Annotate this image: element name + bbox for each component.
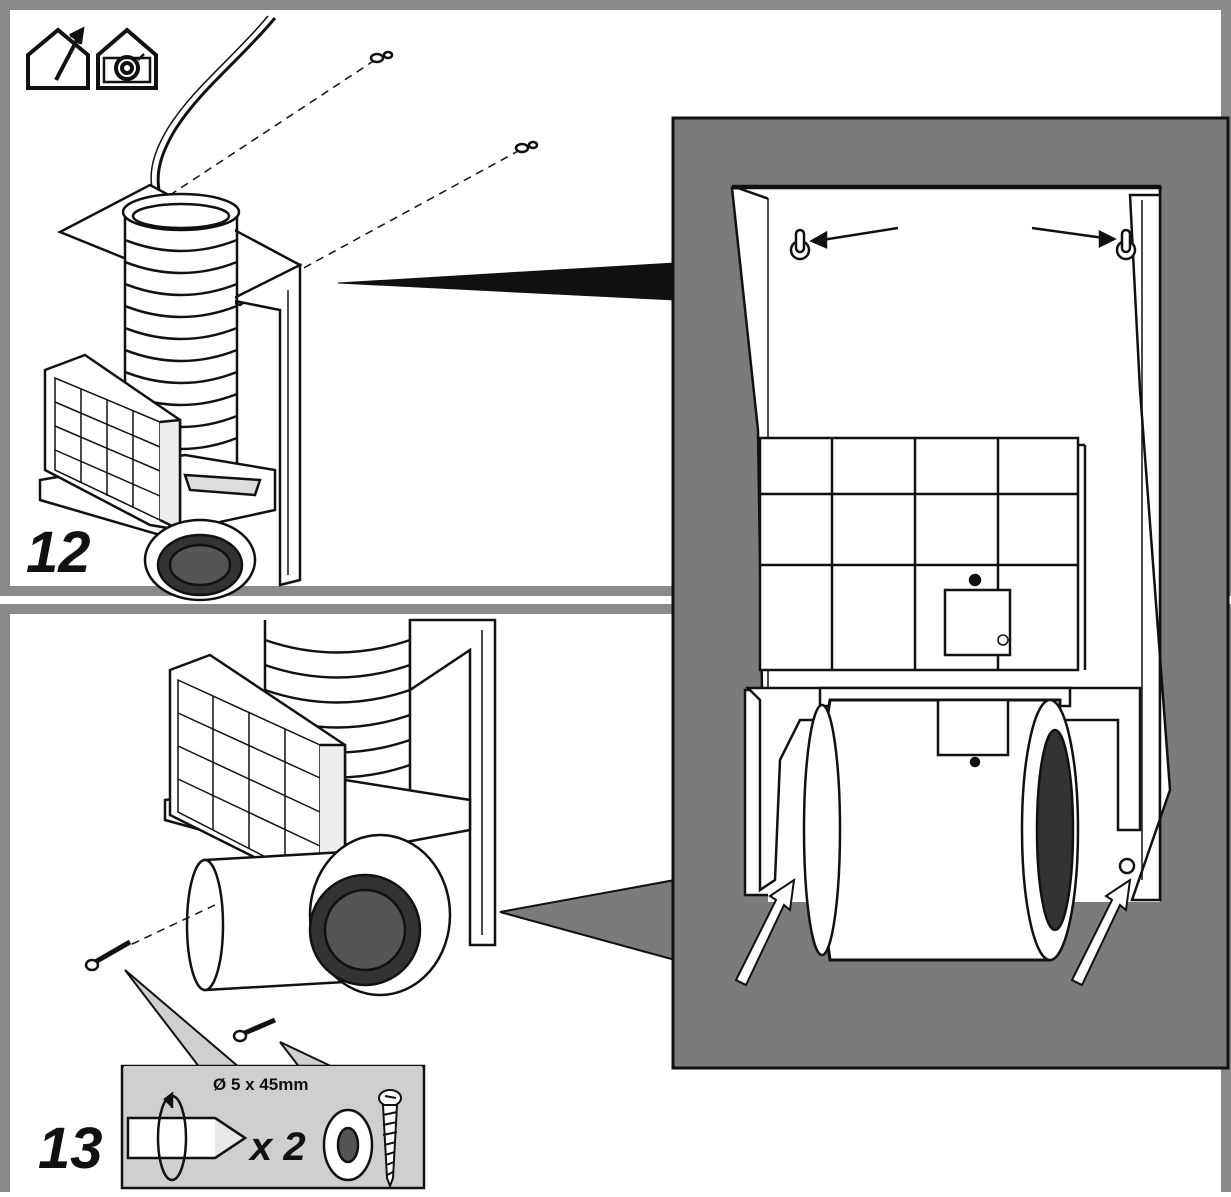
screw-spec-callout bbox=[120, 969, 426, 1190]
rear-bracket-lower bbox=[408, 618, 497, 947]
side-panel-right bbox=[1128, 193, 1172, 902]
house-recirculation-icon bbox=[96, 27, 158, 90]
rear-bracket bbox=[226, 262, 302, 587]
washer-icon bbox=[322, 1108, 374, 1182]
step-12-illustration bbox=[38, 15, 539, 602]
screw-icon bbox=[378, 1089, 402, 1189]
power-cable bbox=[156, 17, 277, 196]
detail-view bbox=[337, 116, 1230, 1070]
keyhole-left bbox=[789, 228, 811, 261]
screw-icon bbox=[369, 50, 539, 154]
step-13-number: 13 bbox=[38, 1116, 103, 1181]
detail-fan-motor bbox=[744, 686, 1142, 962]
quantity-label: x 2 bbox=[248, 1125, 306, 1169]
grease-filter bbox=[43, 353, 182, 533]
pointer-arrows bbox=[809, 226, 1117, 249]
house-exhaust-outlet-icon bbox=[26, 26, 90, 90]
step-13-illustration bbox=[84, 618, 497, 1043]
screw-spec-label: Ø 5 x 45mm bbox=[213, 1075, 308, 1094]
screw-icon bbox=[84, 939, 276, 1043]
keyhole-right bbox=[1115, 228, 1137, 261]
rotation-arrow-icon bbox=[156, 1091, 188, 1182]
screw-position-arrows bbox=[734, 877, 1132, 987]
step-12-number: 12 bbox=[26, 520, 91, 585]
fan-wheel bbox=[143, 518, 257, 602]
fan-motor bbox=[185, 833, 452, 997]
detail-grease-filter bbox=[758, 436, 1087, 672]
